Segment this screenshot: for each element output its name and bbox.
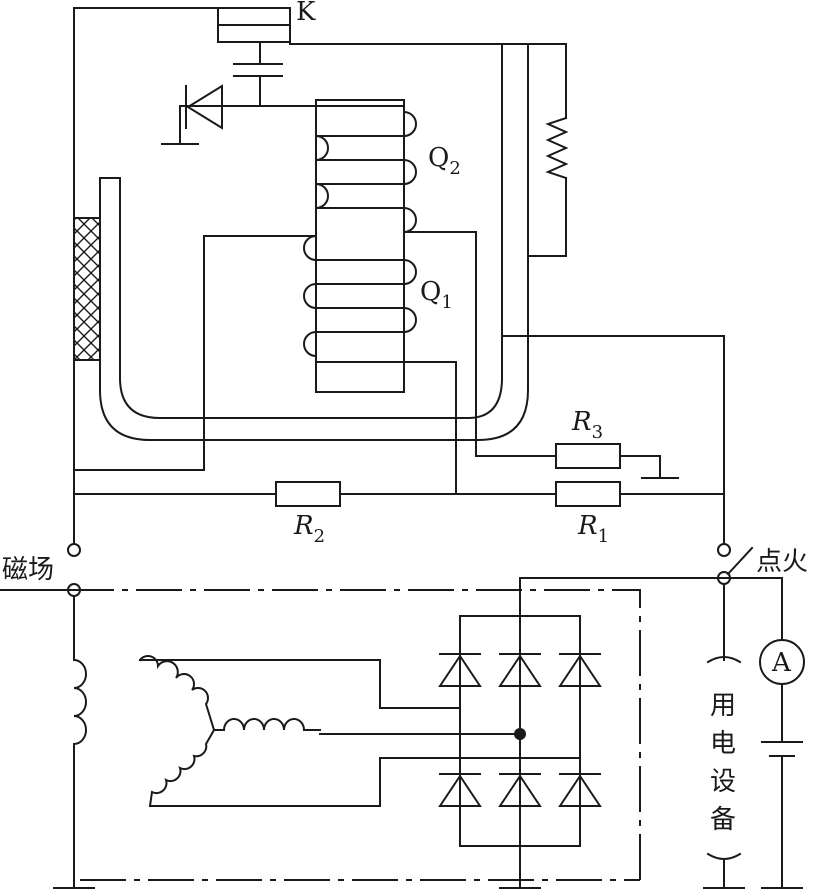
- coil-q1-lead-down: [315, 361, 457, 495]
- diode: [185, 84, 223, 130]
- load-top-bracket: [706, 656, 742, 664]
- zigzag-resistor-bottom-wire: [527, 177, 567, 257]
- load-char-4: 备: [710, 805, 736, 835]
- frame-to-ignition-wire: [501, 335, 725, 495]
- coil-q2-label: Q2: [428, 143, 461, 179]
- r3-ground-wire: [619, 455, 661, 477]
- field-terminal-upper: [67, 543, 81, 557]
- rectifier-lower-diodes: [438, 773, 602, 807]
- iron-core-inner: [119, 43, 503, 419]
- resistor-r3: [555, 443, 621, 469]
- field-winding: [72, 658, 87, 746]
- coil-bobbin: [315, 99, 405, 393]
- ignition-switch-blade: [726, 546, 754, 576]
- stator-windings: [138, 655, 321, 808]
- relay-contact-label: K: [296, 0, 316, 27]
- load-char-1: 用: [710, 691, 736, 721]
- load-bottom-bracket: [706, 852, 742, 860]
- ammeter-label: A: [771, 648, 792, 678]
- armature-crosshatch: [73, 217, 101, 361]
- r1-label: R1: [577, 511, 609, 547]
- capacitor: [233, 63, 283, 77]
- rectifier-node: [514, 728, 526, 740]
- r3-label: R3: [571, 407, 603, 443]
- coil-q1-label: Q1: [420, 277, 453, 313]
- zigzag-resistor: [545, 116, 569, 180]
- r2-label: R2: [293, 511, 325, 547]
- phase-c-lead: [149, 757, 581, 807]
- load-char-3: 设: [710, 767, 736, 797]
- output-bus: [519, 577, 783, 641]
- coil-q1-windings: [303, 234, 417, 358]
- coil-q1-left-lead: [73, 235, 317, 471]
- resistor-r1: [555, 481, 621, 507]
- alternator-housing-dashdot: [0, 589, 641, 880]
- relay-contact-k: [217, 7, 291, 43]
- coil-q2-windings: [315, 110, 417, 234]
- resistor-r2: [275, 481, 341, 507]
- battery: [761, 741, 803, 757]
- rectifier-upper-diodes: [438, 653, 602, 687]
- field-terminal-label: 磁场: [2, 555, 54, 585]
- phase-a-lead: [139, 659, 461, 709]
- ignition-label: 点火: [756, 547, 808, 577]
- iron-core-outer: [99, 43, 529, 441]
- ignition-terminal-upper: [717, 543, 731, 557]
- load-char-2: 电: [710, 729, 736, 759]
- coil-q2-lead-to-r3: [403, 231, 557, 457]
